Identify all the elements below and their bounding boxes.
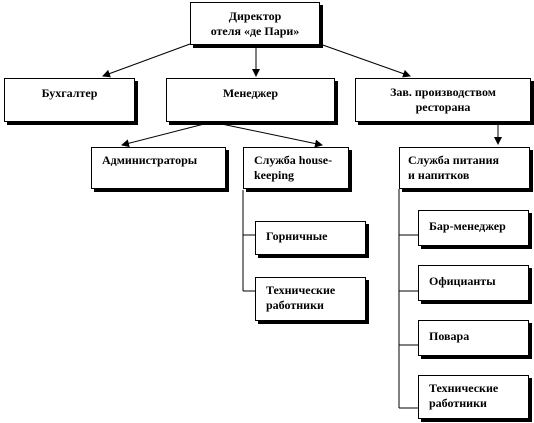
manager-box: Менеджер xyxy=(166,78,335,122)
cooks-box: Повара xyxy=(418,320,529,356)
bar-manager-box: Бар-менеджер xyxy=(418,210,529,246)
bar-manager-label: Бар-менеджер xyxy=(429,219,506,233)
director-subtitle: отеля «де Пари» xyxy=(210,24,300,38)
director-box: Директор отеля «де Пари» xyxy=(190,2,320,45)
accountant-box: Бухгалтер xyxy=(4,78,135,122)
arrow-director-production xyxy=(319,43,411,78)
food-service-box: Служба питания и напитков xyxy=(399,147,530,189)
cooks-label: Повара xyxy=(429,329,470,343)
tech-workers-left-line1: Технические xyxy=(266,283,336,297)
tech-workers-right-box: Технические работники xyxy=(418,375,529,419)
accountant-label: Бухгалтер xyxy=(41,86,98,100)
maids-label: Горничные xyxy=(266,229,328,243)
tech-workers-right-line1: Технические xyxy=(429,381,499,395)
production-head-line2: ресторана xyxy=(415,100,471,114)
waiters-box: Официанты xyxy=(418,265,529,301)
housekeeping-box: Служба house- keeping xyxy=(243,147,349,189)
tree-housekeeping xyxy=(242,190,255,292)
arrow-director-accountant xyxy=(102,43,191,78)
maids-box: Горничные xyxy=(255,221,366,255)
tree-food-service xyxy=(398,189,418,409)
production-head-box: Зав. производством ресторана xyxy=(355,78,531,122)
housekeeping-line2: keeping xyxy=(254,168,295,182)
tech-workers-right-line2: работники xyxy=(429,396,487,410)
food-service-line1: Служба питания xyxy=(408,153,499,167)
food-service-line2: и напитков xyxy=(408,168,470,182)
production-head-line1: Зав. производством xyxy=(390,85,496,99)
tech-workers-left-line2: работники xyxy=(266,298,324,312)
waiters-label: Официанты xyxy=(429,274,496,288)
housekeeping-line1: Служба house- xyxy=(254,153,333,167)
director-title: Директор xyxy=(228,9,282,23)
administrators-label: Администраторы xyxy=(102,153,198,167)
tech-workers-left-box: Технические работники xyxy=(255,277,366,321)
arrow-manager-admins xyxy=(121,121,213,148)
arrow-manager-housekeeping xyxy=(211,121,323,148)
administrators-box: Администраторы xyxy=(91,147,226,189)
manager-label: Менеджер xyxy=(222,86,279,100)
